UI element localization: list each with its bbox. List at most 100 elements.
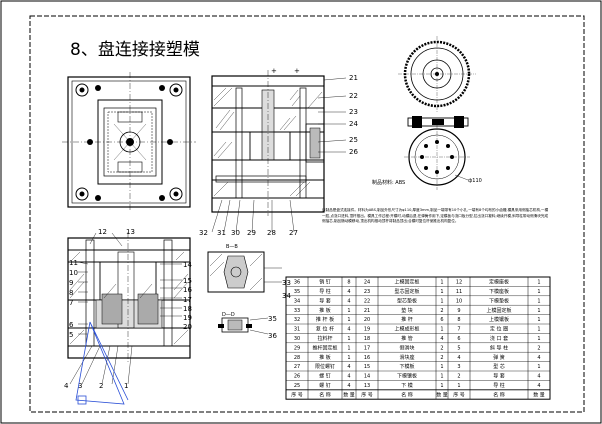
table-cell: 13 xyxy=(364,383,370,389)
part-views: ф110 制品材料: ABS xyxy=(372,36,482,190)
lower-section-view: 12 13 14 15 16 17 18 19 20 11 10 9 8 7 6… xyxy=(64,228,192,405)
table-cell: 17 xyxy=(364,345,370,351)
callout-19: 19 xyxy=(183,314,192,322)
table-cell: 定 位 圈 xyxy=(490,326,508,333)
description-text: 该制品是盘式连接件。材料为ABS,制品外形尺寸为φ110,厚度3mm,制品一端带… xyxy=(322,208,549,224)
table-header-cell: 数 量 xyxy=(343,391,355,398)
table-cell: 33 xyxy=(294,308,300,314)
table-cell: 斜 导 柱 xyxy=(490,344,508,351)
table-cell: 22 xyxy=(364,298,370,304)
table-cell: 14 xyxy=(364,374,370,380)
table-cell: 上模固定板 xyxy=(486,307,511,314)
callout-8: 8 xyxy=(69,289,73,297)
table-cell: 4 xyxy=(347,383,350,389)
table-cell: 1 xyxy=(537,289,540,295)
table-cell: 垫 块 xyxy=(401,307,413,314)
callout-17: 17 xyxy=(183,296,192,304)
table-cell: 4 xyxy=(347,364,350,370)
table-cell: 1 xyxy=(440,280,443,286)
table-cell: 20 xyxy=(364,317,370,323)
callout-5: 5 xyxy=(69,331,73,339)
table-cell: 推 板 xyxy=(319,307,331,314)
callout-18: 18 xyxy=(183,305,192,313)
table-header-cell: 名 称 xyxy=(319,391,331,398)
table-cell: 上模固定板 xyxy=(394,279,419,286)
table-cell: 2 xyxy=(440,308,443,314)
table-cell: 拉料杆 xyxy=(317,335,332,342)
table-cell: 上模镶板 xyxy=(489,316,509,323)
callout-27: 27 xyxy=(289,229,298,237)
table-cell: 型芯垫板 xyxy=(397,297,417,304)
table-cell: 2 xyxy=(440,355,443,361)
description-block: 该制品是盘式连接件。材料为ABS,制品外形尺寸为φ110,厚度3mm,制品一端带… xyxy=(322,208,549,224)
table-cell: 4 xyxy=(537,374,540,380)
table-cell: 23 xyxy=(364,289,370,295)
callout-4: 4 xyxy=(64,382,69,390)
center-mark-1: + xyxy=(271,67,277,75)
table-cell: 螺 钉 xyxy=(319,382,331,389)
table-cell: 8 xyxy=(457,317,460,323)
callout-1: 1 xyxy=(124,382,128,390)
table-cell: 1 xyxy=(347,308,350,314)
table-header-cell: 名 称 xyxy=(493,391,505,398)
table-cell: 滑块座 xyxy=(399,354,414,361)
table-cell: 2 xyxy=(457,374,460,380)
table-cell: 21 xyxy=(364,308,370,314)
table-cell: 下模镶板 xyxy=(397,373,417,380)
table-cell: 侧滑块 xyxy=(399,344,414,351)
blue-sketch-lines xyxy=(75,321,129,405)
table-cell: 导 柱 xyxy=(319,288,331,295)
inner-border xyxy=(29,15,585,413)
callout-34: 34 xyxy=(282,292,291,300)
table-cell: 4 xyxy=(537,355,540,361)
table-cell: 下模座板 xyxy=(489,288,509,295)
callout-10: 10 xyxy=(69,269,78,277)
callout-13: 13 xyxy=(126,228,135,236)
callout-16: 16 xyxy=(183,286,192,294)
callout-3: 3 xyxy=(78,382,82,390)
table-cell: 导 柱 xyxy=(493,382,505,389)
table-header-cell: 名 称 xyxy=(401,391,413,398)
table-cell: 9 xyxy=(457,308,460,314)
table-cell: 推 管 xyxy=(401,335,413,342)
table-cell: 35 xyxy=(294,289,300,295)
table-cell: 4 xyxy=(537,383,540,389)
table-cell: 1 xyxy=(347,336,350,342)
table-cell: 5 xyxy=(457,345,460,351)
table-cell: 型芯固定板 xyxy=(394,288,419,295)
table-cell: 36 xyxy=(294,280,300,286)
table-cell: 18 xyxy=(364,336,370,342)
table-cell: 3 xyxy=(457,364,460,370)
table-cell: 弹 簧 xyxy=(493,354,505,361)
callout-36: 36 xyxy=(268,332,277,340)
table-cell: 10 xyxy=(456,298,462,304)
callout-9: 9 xyxy=(69,279,73,287)
table-cell: 下模板 xyxy=(399,363,414,370)
callout-28: 28 xyxy=(267,229,276,237)
table-cell: 复 位 杆 xyxy=(316,326,334,333)
table-cell: 1 xyxy=(537,280,540,286)
callout-6: 6 xyxy=(69,321,74,329)
table-cell: 1 xyxy=(537,336,540,342)
callout-29: 29 xyxy=(247,229,256,237)
table-cell: 28 xyxy=(294,355,300,361)
table-cell: 定模座板 xyxy=(489,279,509,286)
table-cell: 8 xyxy=(347,280,350,286)
table-cell: 4 xyxy=(457,355,460,361)
table-cell: 导 套 xyxy=(319,297,331,304)
table-cell: 1 xyxy=(537,317,540,323)
callout-20: 20 xyxy=(183,323,192,331)
callout-26: 26 xyxy=(349,148,358,156)
table-cell: 6 xyxy=(440,317,443,323)
blue-sketch-box xyxy=(77,395,87,405)
table-cell: 型 芯 xyxy=(493,363,505,370)
table-cell: 下 模 xyxy=(401,382,413,389)
table-cell: 19 xyxy=(364,327,370,333)
table-cell: 销 钉 xyxy=(319,279,331,286)
table-cell: 27 xyxy=(294,364,300,370)
table-cell: 4 xyxy=(440,336,443,342)
table-cell: 6 xyxy=(457,336,460,342)
center-mark-2: + xyxy=(294,67,300,75)
table-cell: 推 板 xyxy=(319,354,331,361)
